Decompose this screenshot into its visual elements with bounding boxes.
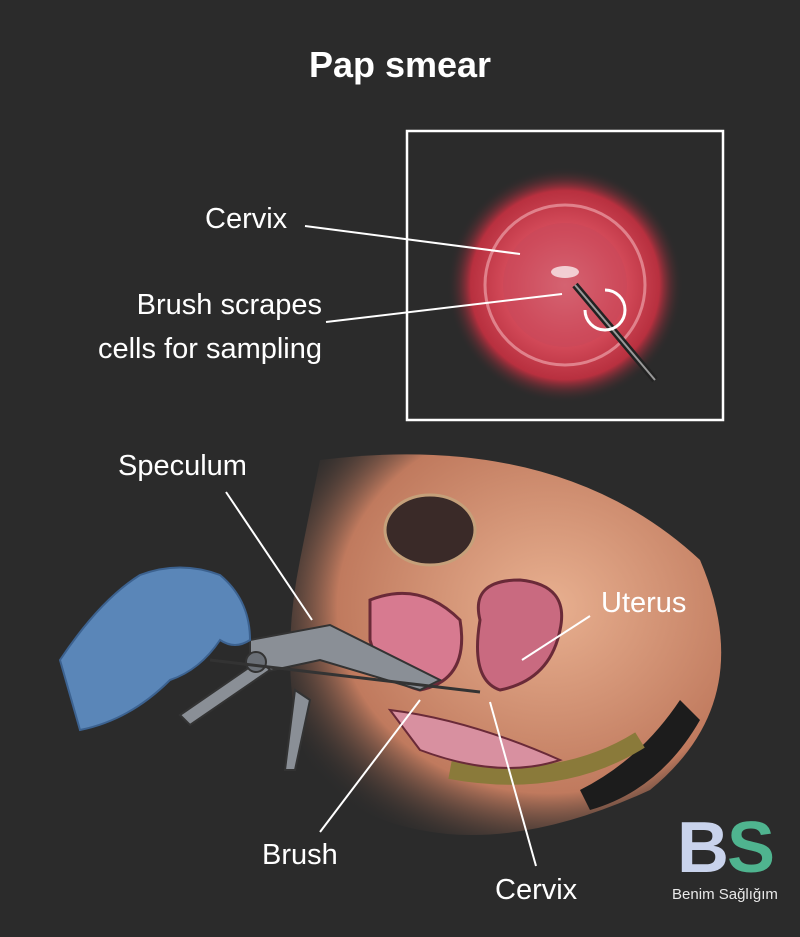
rotation-arrow-icon [583,288,627,332]
brush-scrapes-label-2: cells for sampling [97,333,322,365]
inset-frame [405,129,725,422]
brush [209,658,481,694]
logo-letter-b: B [676,808,729,888]
uterus [476,578,564,692]
brush-label: Brush [262,839,338,871]
diagram-title: Pap smear [308,44,492,85]
cervix-label: Cervix [495,874,578,906]
logo-letter-s: S [726,808,775,888]
uterus-label: Uterus [601,587,687,619]
gloved-hand [58,566,252,732]
logo-name: Benim Sağlığım [672,886,778,903]
inset-cervix-label: Cervix [205,203,288,235]
bladder [383,493,477,567]
brush-scrapes-label-1: Brush scrapes [136,289,322,321]
logo: BS Benim Sağlığım [665,812,785,903]
rectum [448,732,645,785]
speculum-label: Speculum [118,450,247,482]
